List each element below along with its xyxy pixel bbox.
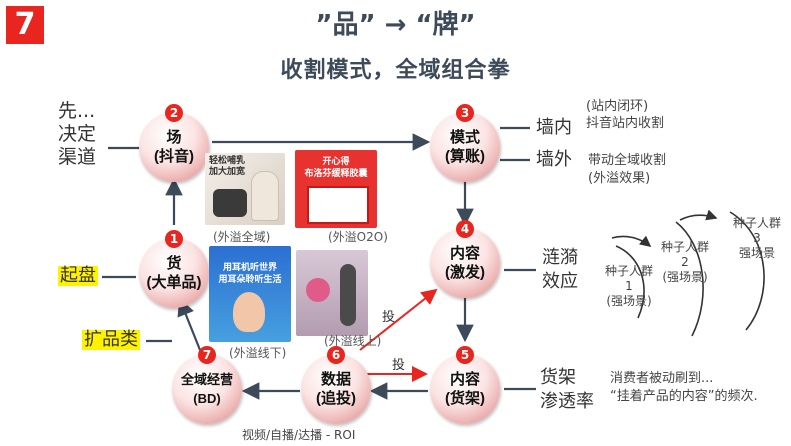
node-number-badge: 7 xyxy=(198,346,216,364)
medicine-box-shape xyxy=(307,186,369,224)
node-number-badge: 3 xyxy=(456,104,474,122)
start-label: 起盘 xyxy=(58,265,98,286)
caption-online: (外溢线上) xyxy=(324,334,382,348)
channel-label: 先... 决定 渠道 xyxy=(58,100,97,168)
product-shape xyxy=(306,278,330,302)
image-text: 开心得 布洛芬缓释胶囊 xyxy=(304,157,368,179)
wall-out-label: 墙外 xyxy=(536,149,572,170)
node-number-badge: 4 xyxy=(456,220,474,238)
wall-in-note: (站内闭环) 抖音站内收割 xyxy=(586,99,665,131)
caption-o2o: (外溢O2O) xyxy=(328,230,388,244)
node-content-trigger: 4 内容 (激发) xyxy=(430,220,500,298)
shelf-penetration-label: 货架 渗透率 xyxy=(540,367,594,412)
node-label: 内容 (激发) xyxy=(445,245,485,281)
node-omnichannel: 7 全域经营 (BD) xyxy=(172,346,242,424)
ibuprofen-box-image: 开心得 布洛芬缓释胶囊 xyxy=(295,150,377,228)
ripple-arc-3 xyxy=(729,211,765,331)
ripple-effect-label: 涟漪 效应 xyxy=(542,247,578,292)
node-label: 数据 (追投) xyxy=(316,371,356,407)
arrow-7-to-1 xyxy=(177,297,202,351)
ripple-arc-1-arrow xyxy=(611,235,652,247)
bottom-caption: 视频/自播/达播 - ROI xyxy=(242,428,356,442)
node-number-badge: 2 xyxy=(165,104,183,122)
shelf-note: 消费者被动刷到... “挂着产品的内容”的频次. xyxy=(610,371,758,404)
node-product: 1 货 (大单品) xyxy=(139,230,209,308)
page-subtitle: 收割模式，全域组合拳 xyxy=(280,58,511,83)
node-number-badge: 5 xyxy=(456,346,474,364)
caption-all-domain: (外溢全域) xyxy=(213,230,271,244)
ear-shape xyxy=(233,292,265,332)
person-shape xyxy=(251,171,279,221)
node-label: 全域经营 (BD) xyxy=(180,372,233,406)
node-data: 6 数据 (追投) xyxy=(301,346,371,424)
ripple-arc-1 xyxy=(615,245,645,319)
ripple-arc-2 xyxy=(675,221,704,337)
seed-group-3: 种子人群 3 强场景 xyxy=(732,216,781,260)
page-title: ”品” → “牌” xyxy=(315,10,476,40)
node-label: 模式 (算账) xyxy=(445,129,485,165)
node-label: 内容 (货架) xyxy=(445,371,485,407)
caption-offline: (外溢线下) xyxy=(229,346,287,360)
expand-category-label: 扩品类 xyxy=(82,329,140,350)
nursing-pillow-image: 轻松哺乳 加大加宽 xyxy=(205,153,285,225)
invest-label-content: 投 xyxy=(382,310,396,325)
node-model: 3 模式 (算账) xyxy=(430,104,500,182)
node-content-shelf: 5 内容 (货架) xyxy=(430,346,500,424)
node-number-badge: 1 xyxy=(165,230,183,248)
seed-group-2: 种子人群 2 (强场景) xyxy=(660,240,709,284)
ripple-arc-2-arrow xyxy=(679,209,718,221)
image-text: 用耳机听世界 用耳朵聆听生活 xyxy=(218,263,282,285)
store-photo-image xyxy=(296,250,368,336)
earphone-ad-image: 用耳机听世界 用耳朵聆听生活 xyxy=(209,246,291,342)
image-text: 轻松哺乳 加大加宽 xyxy=(209,156,246,177)
node-label: 货 (大单品) xyxy=(146,255,202,291)
wall-out-note: 带动全域收割 (外溢效果) xyxy=(588,153,667,186)
node-number-badge: 6 xyxy=(327,346,345,364)
arrow-6-to-4 xyxy=(359,288,438,351)
invest-label-shelf: 投 xyxy=(392,358,406,373)
person-shape xyxy=(340,264,356,326)
seed-group-1: 种子人群 1 (强场景) xyxy=(604,264,653,308)
node-label: 场 (抖音) xyxy=(154,129,194,165)
node-venue: 2 场 (抖音) xyxy=(139,104,209,182)
slide-number-badge: 7 xyxy=(6,6,44,44)
wall-in-label: 墙内 xyxy=(536,117,572,138)
pillow-shape xyxy=(213,189,247,217)
